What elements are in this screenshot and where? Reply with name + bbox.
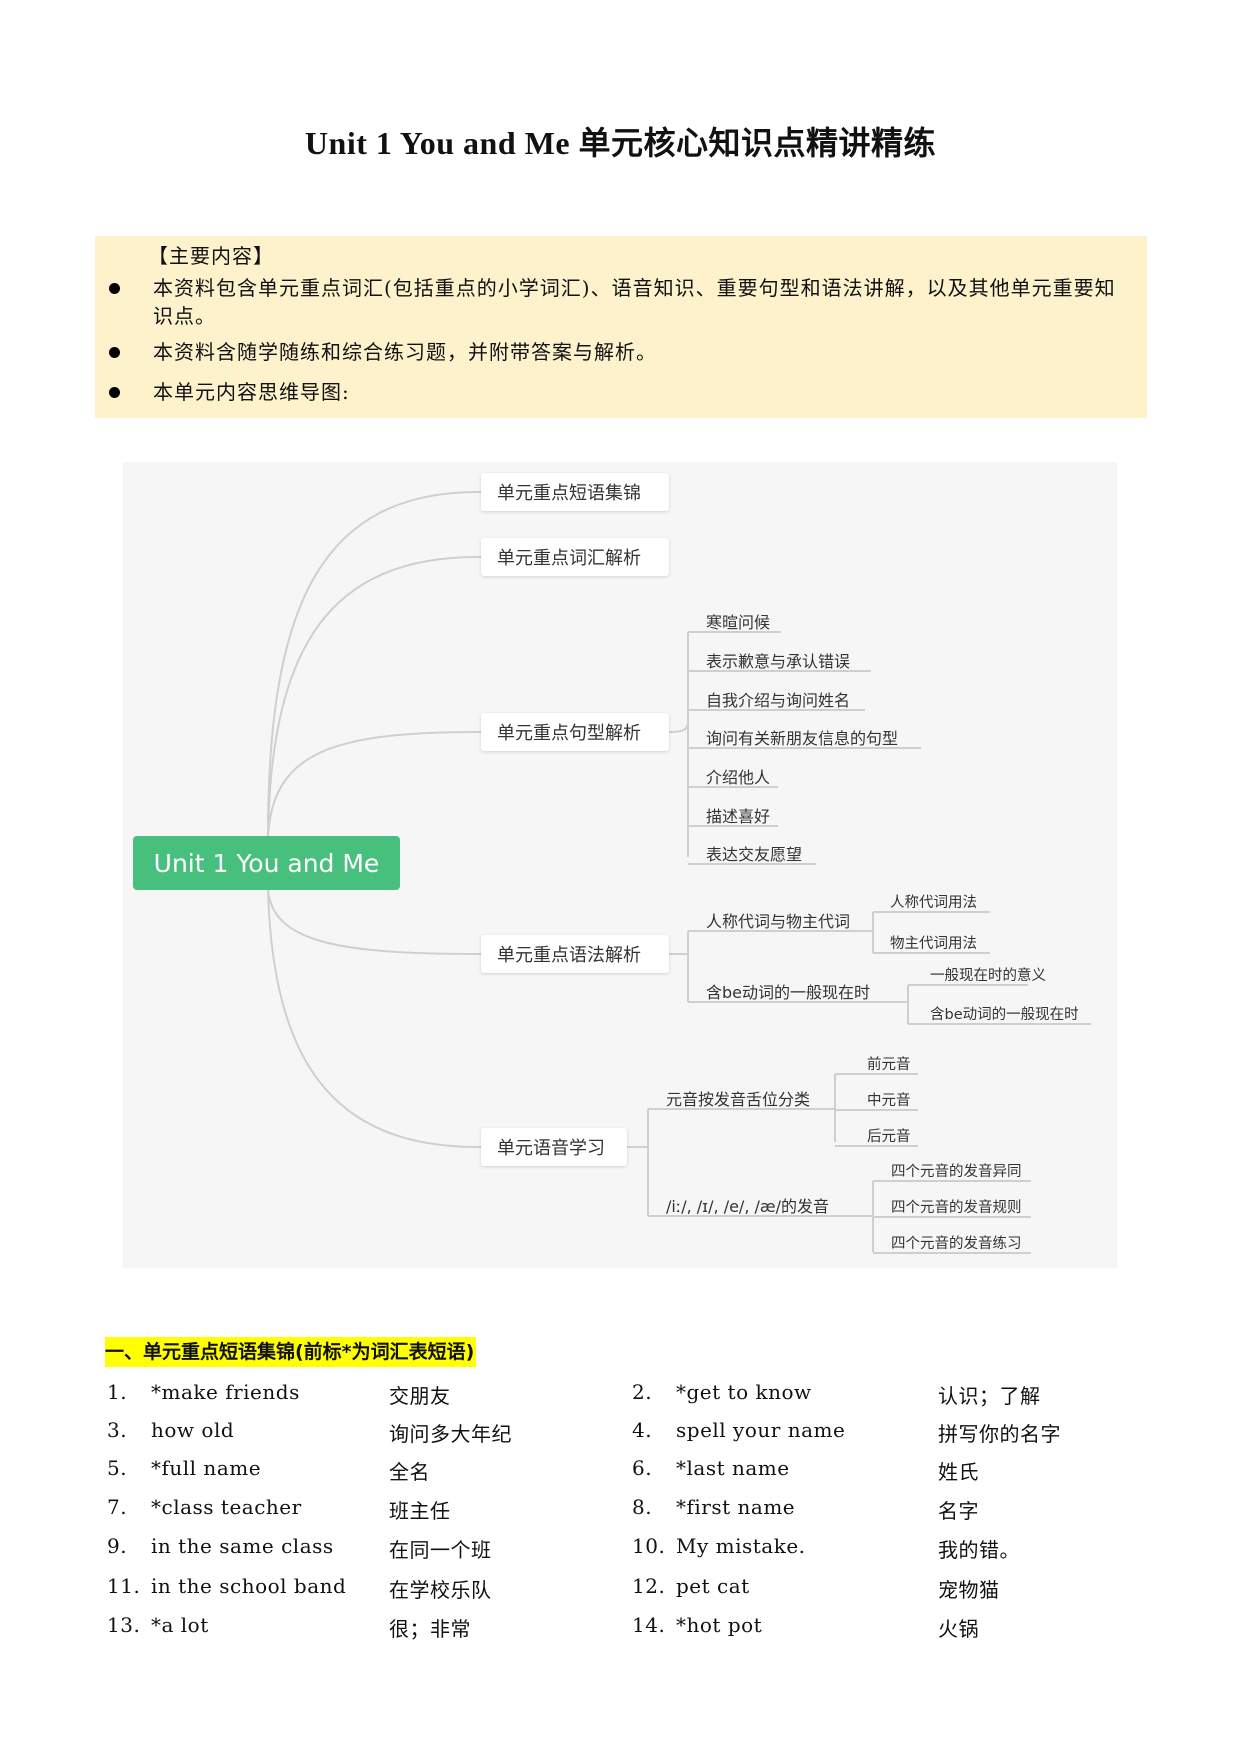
mind-map-node: 描述喜好: [706, 807, 771, 826]
page-title: Unit 1 You and Me 单元核心知识点精讲精练: [304, 125, 937, 161]
phrase-number: 12.: [632, 1574, 666, 1598]
mind-map-node: 元音按发音舌位分类: [666, 1090, 811, 1109]
phrase-chinese: 询问多大年纪: [389, 1422, 512, 1446]
phrase-number: 9.: [107, 1534, 128, 1558]
phrase-chinese: 认识；了解: [938, 1384, 1041, 1408]
phrase-english: *last name: [676, 1456, 790, 1480]
phrase-row: 3. how old 询问多大年纪 4. spell your name 拼写你…: [0, 1418, 1241, 1450]
phrase-chinese: 在同一个班: [389, 1538, 492, 1562]
phrase-number: 6.: [632, 1456, 653, 1480]
mind-map-branch: 单元语音学习: [481, 1128, 627, 1166]
phrase-chinese: 火锅: [938, 1617, 979, 1641]
phrase-chinese: 交朋友: [389, 1384, 451, 1408]
mind-map-node: 后元音: [867, 1129, 911, 1145]
mind-map-branch: 单元重点词汇解析: [481, 538, 669, 576]
mind-map-node: 人称代词与物主代词: [706, 912, 851, 931]
mind-map-node: /iː/, /ɪ/, /e/, /æ/的发音: [666, 1197, 829, 1216]
mind-map-node: 寒暄问候: [706, 613, 771, 632]
phrase-row: 7. *class teacher 班主任 8. *first name 名字: [0, 1495, 1241, 1527]
phrase-number: 11.: [107, 1574, 141, 1598]
mind-map-node: 含be动词的一般现在时: [930, 1007, 1079, 1023]
phrase-number: 8.: [632, 1495, 653, 1519]
phrase-number: 3.: [107, 1418, 128, 1442]
phrase-row: 13. *a lot 很；非常 14. *hot pot 火锅: [0, 1613, 1241, 1645]
mind-map-node: 含be动词的一般现在时: [706, 983, 871, 1002]
phrase-chinese: 在学校乐队: [389, 1578, 492, 1602]
phrase-chinese: 班主任: [389, 1499, 451, 1523]
bullet-dot-icon: [109, 283, 120, 294]
mind-map-node: 一般现在时的意义: [930, 968, 1046, 984]
phrase-chinese: 拼写你的名字: [938, 1422, 1061, 1446]
phrase-row: 5. *full name 全名 6. *last name 姓氏: [0, 1456, 1241, 1488]
mind-map-node: 物主代词用法: [890, 936, 977, 952]
mind-map-node: 前元音: [867, 1057, 911, 1073]
phrase-number: 2.: [632, 1380, 653, 1404]
notes-heading: 【主要内容】: [148, 244, 274, 268]
phrase-number: 1.: [107, 1380, 128, 1404]
mind-map-node: 中元音: [867, 1093, 911, 1109]
phrase-english: in the school band: [151, 1574, 347, 1598]
main-content-box: 【主要内容】 本资料包含单元重点词汇(包括重点的小学词汇)、语音知识、重要句型和…: [95, 236, 1147, 418]
mind-map-node: 自我介绍与询问姓名: [706, 691, 851, 710]
phrase-english: My mistake.: [676, 1534, 806, 1558]
mind-map-branch: 单元重点句型解析: [481, 713, 669, 751]
phrase-english: spell your name: [676, 1418, 846, 1442]
mind-map-connectors: [267, 491, 1091, 1254]
notes-bullet-text: 本资料含随学随练和综合练习题，并附带答案与解析。: [153, 340, 657, 364]
notes-bullet-text: 本资料包含单元重点词汇(包括重点的小学词汇)、语音知识、重要句型和语法讲解，以及…: [153, 276, 1116, 328]
phrase-english: *class teacher: [151, 1495, 302, 1519]
phrase-english: *make friends: [151, 1380, 300, 1404]
phrase-number: 4.: [632, 1418, 653, 1442]
phrase-english: in the same class: [151, 1534, 334, 1558]
phrase-number: 5.: [107, 1456, 128, 1480]
mind-map-node: 人称代词用法: [890, 895, 977, 911]
phrase-chinese: 名字: [938, 1499, 979, 1523]
section-title: 一、单元重点短语集锦(前标*为词汇表短语): [105, 1337, 477, 1367]
mind-map-node: 四个元音的发音练习: [891, 1236, 1022, 1252]
phrase-number: 7.: [107, 1495, 128, 1519]
phrase-number: 10.: [632, 1534, 666, 1558]
phrase-row: 11. in the school band 在学校乐队 12. pet cat…: [0, 1574, 1241, 1606]
phrase-english: *first name: [676, 1495, 796, 1519]
mind-map-branch: 单元重点语法解析: [481, 935, 669, 973]
phrase-chinese: 我的错。: [938, 1538, 1020, 1562]
mind-map-node: 表示歉意与承认错误: [706, 652, 851, 671]
phrase-row: 1. *make friends 交朋友 2. *get to know 认识；…: [0, 1380, 1241, 1412]
phrase-row: 9. in the same class 在同一个班 10. My mistak…: [0, 1534, 1241, 1566]
phrase-chinese: 宠物猫: [938, 1578, 1000, 1602]
phrase-english: how old: [151, 1418, 235, 1442]
mind-map-node: 询问有关新朋友信息的句型: [706, 729, 899, 748]
bullet-dot-icon: [109, 387, 120, 398]
phrase-number: 13.: [107, 1613, 141, 1637]
bullet-dot-icon: [109, 347, 120, 358]
phrase-english: pet cat: [676, 1574, 750, 1598]
phrase-english: *full name: [151, 1456, 262, 1480]
phrase-number: 14.: [632, 1613, 666, 1637]
mind-map-root: Unit 1 You and Me: [133, 836, 400, 890]
phrase-english: *hot pot: [676, 1613, 763, 1637]
phrase-chinese: 很；非常: [389, 1617, 471, 1641]
phrase-english: *a lot: [151, 1613, 209, 1637]
phrase-chinese: 全名: [389, 1460, 430, 1484]
mind-map-node: 四个元音的发音异同: [891, 1164, 1022, 1180]
mind-map: Unit 1 You and Me 单元重点短语集锦 单元重点词汇解析 单元重点…: [123, 462, 1117, 1268]
notes-bullet-text: 本单元内容思维导图:: [153, 380, 350, 404]
mind-map-node: 介绍他人: [706, 768, 771, 787]
mind-map-node: 表达交友愿望: [706, 845, 803, 864]
phrase-english: *get to know: [676, 1380, 812, 1404]
phrase-chinese: 姓氏: [938, 1460, 979, 1484]
mind-map-branch: 单元重点短语集锦: [481, 473, 669, 511]
mind-map-node: 四个元音的发音规则: [891, 1200, 1022, 1216]
